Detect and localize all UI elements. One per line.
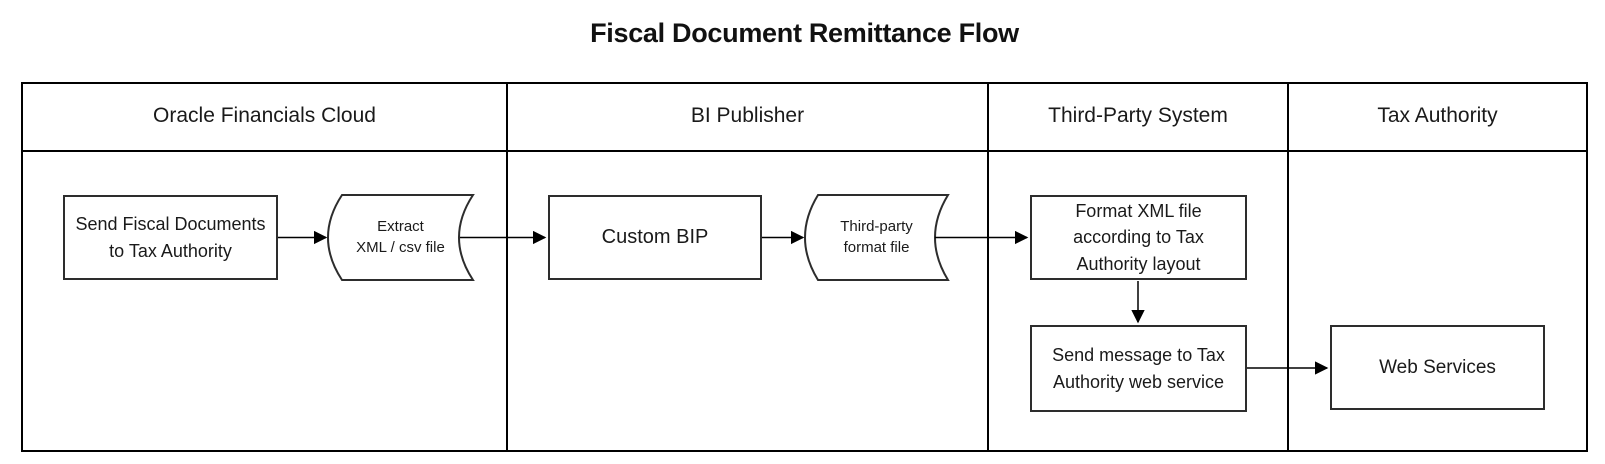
node-web-services: Web Services bbox=[1330, 325, 1545, 410]
node-custom-bip: Custom BIP bbox=[548, 195, 762, 280]
lane-header-third-party-system: Third-Party System bbox=[1048, 104, 1228, 127]
node-send-fiscal-documents: Send Fiscal Documents to Tax Authority bbox=[63, 195, 278, 280]
lane-divider-2 bbox=[987, 82, 989, 452]
lane-header-oracle-financials-cloud: Oracle Financials Cloud bbox=[153, 104, 376, 127]
lane-divider-3 bbox=[1287, 82, 1289, 452]
node-send-message: Send message to Tax Authority web servic… bbox=[1030, 325, 1247, 412]
extract-file-shape bbox=[327, 194, 475, 281]
lane-header-separator bbox=[21, 150, 1588, 152]
third-party-file-shape bbox=[804, 194, 950, 281]
diagram-title: Fiscal Document Remittance Flow bbox=[590, 18, 1019, 48]
node-format-xml-file: Format XML file according to Tax Authori… bbox=[1030, 195, 1247, 280]
lane-header-tax-authority: Tax Authority bbox=[1377, 104, 1498, 127]
lane-header-bi-publisher: BI Publisher bbox=[690, 104, 805, 127]
swimlane-frame bbox=[21, 82, 1588, 452]
lane-divider-1 bbox=[506, 82, 508, 452]
